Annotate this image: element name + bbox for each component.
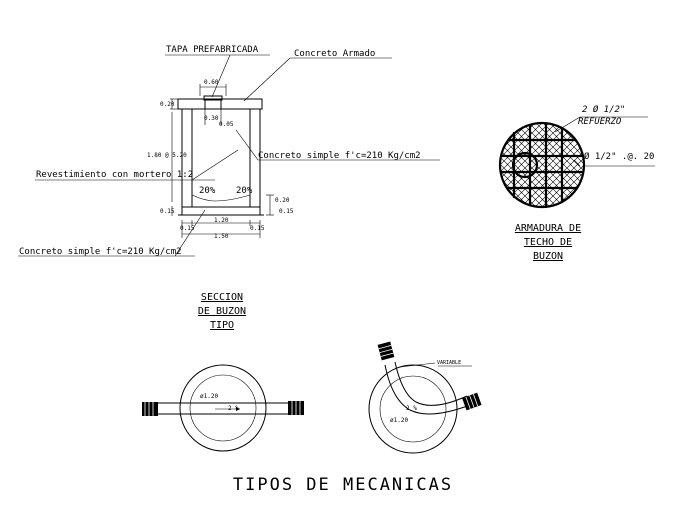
slope-right: 20%	[236, 186, 253, 196]
label-concreto-simple-right: Concreto simple f'c=210 Kg/cm2	[258, 151, 421, 161]
armadura-title-1: ARMADURA DE	[515, 223, 581, 234]
armadura-drawing	[498, 116, 655, 209]
dim-base-left: 0.15	[160, 208, 175, 215]
section-title-3: TIPO	[210, 320, 234, 331]
section-title-2: DE BUZON	[198, 306, 246, 317]
dim-top-width: 0.60	[204, 79, 219, 86]
slope-left: 20%	[199, 186, 216, 196]
dim-bottom-a: 0.15	[180, 225, 195, 232]
label-revestimiento: Revestimiento con mortero 1:2	[36, 170, 193, 180]
label-tapa: TAPA PREFABRICADA	[166, 45, 259, 55]
section-drawing	[18, 54, 440, 257]
base-slab	[181, 206, 261, 216]
benching	[191, 194, 251, 208]
mec-right-slope: 2 %	[406, 405, 417, 412]
dim-bottom-inner: 1.20	[214, 217, 229, 224]
dim-bottom-b: 0.15	[250, 225, 265, 232]
armadura-title-3: BUZON	[533, 251, 563, 262]
armadura-spacing: Ø 1/2" .@. 20	[584, 151, 654, 162]
mec-right-diameter: ø1.20	[390, 417, 408, 424]
mecanica-right	[368, 341, 482, 454]
armadura-title-2: TECHO DE	[524, 237, 572, 248]
armadura-bars-label: 2 Ø 1/2"	[582, 104, 625, 115]
label-concreto-simple-bottom: Concreto simple f'c=210 Kg/cm2	[19, 247, 182, 257]
dim-top-height: 0.20	[160, 101, 175, 108]
mecanica-left	[142, 364, 304, 452]
dim-opening: 0.30	[204, 115, 219, 122]
mec-left-slope: 2 %	[228, 405, 239, 412]
main-title: TIPOS DE MECANICAS	[233, 475, 453, 495]
dim-side-left: 1.80 @ 5.20	[147, 152, 187, 159]
mec-right-variable: VARIABLE	[437, 360, 461, 366]
dim-bottom-total: 1.50	[214, 233, 229, 240]
armadura-refuerzo: REFUERZO	[578, 117, 622, 127]
cover-tapa	[203, 95, 223, 101]
dim-opening-small: 0.05	[219, 121, 234, 128]
mec-left-diameter: ø1.20	[200, 393, 218, 400]
label-concreto-armado: Concreto Armado	[294, 49, 375, 59]
section-title-1: SECCION	[201, 292, 243, 303]
top-slab	[177, 98, 263, 110]
dim-base-right-a: 0.20	[275, 197, 290, 204]
dim-base-right-b: 0.15	[279, 208, 294, 215]
